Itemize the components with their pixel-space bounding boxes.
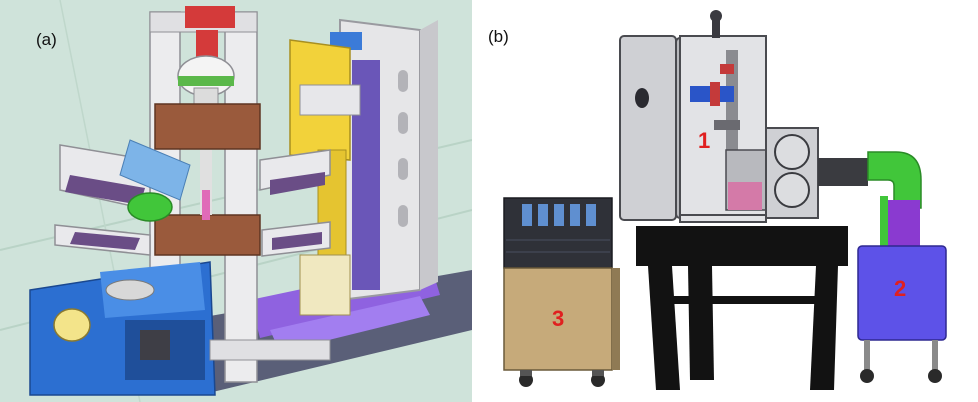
cabinet-wheel-right — [591, 373, 605, 387]
pump-wheel-right — [928, 369, 942, 383]
cabinet-wheel-left — [519, 373, 533, 387]
equipment-illustration — [503, 10, 947, 390]
cabinet-3 — [503, 267, 613, 371]
panel-b: (b) 1 2 3 — [476, 0, 978, 402]
top-red-block — [185, 6, 235, 28]
callout-1: 1 — [698, 128, 711, 153]
dark-table — [636, 226, 848, 266]
pipe — [818, 158, 868, 186]
chamber-left-panel — [619, 35, 677, 221]
panel-label-b: (b) — [488, 27, 509, 46]
panel-label-a: (a) — [36, 30, 57, 49]
green-elbow — [867, 151, 922, 209]
green-cylinder — [127, 192, 173, 222]
yellow-knob — [53, 308, 91, 342]
copper-block-upper — [154, 103, 261, 150]
cad-render-illustration — [0, 0, 472, 402]
porthole-upper — [774, 134, 810, 170]
callout-2: 2 — [894, 276, 907, 301]
callout-3: 3 — [552, 306, 565, 331]
porthole-lower — [774, 172, 810, 208]
panel-a: (a) — [0, 0, 472, 402]
copper-block-lower — [154, 214, 261, 256]
pink-component — [728, 182, 762, 210]
pump-wheel-left — [860, 369, 874, 383]
pump-2 — [857, 245, 947, 341]
